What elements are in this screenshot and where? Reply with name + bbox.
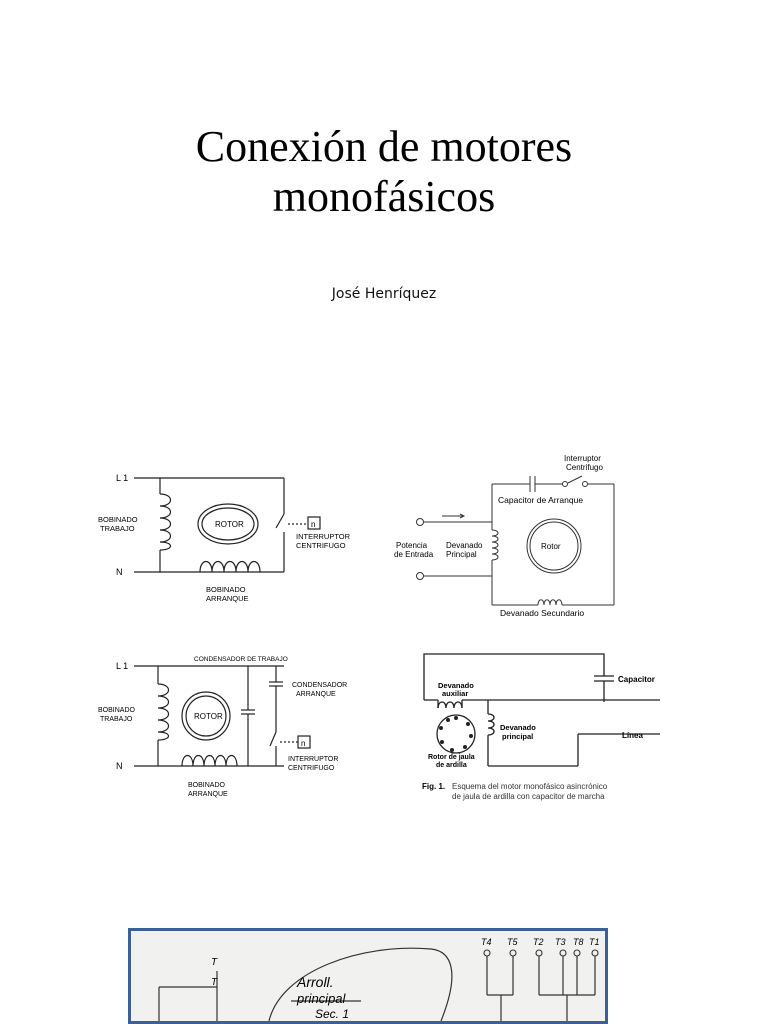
label-terminal: T3: [555, 937, 566, 947]
figure-photo-hand-drawn: T T Arroll. principal Sec. 1 T4 T5 T2 T3…: [128, 928, 608, 1024]
label-arroll-1: Arroll.: [296, 974, 334, 990]
label-rotor: ROTOR: [215, 520, 244, 529]
label-arroll-2: principal: [296, 991, 347, 1006]
rotor-shape: [197, 503, 259, 545]
label-devanado-pri-1: Devanado: [500, 723, 536, 732]
figure-squirrel-cage: Devanado auxiliar Capacitor Devanado pri…: [422, 653, 660, 801]
label-n: N: [116, 567, 123, 577]
label-bob-arranque-2: ARRANQUE: [206, 594, 249, 603]
label-bob-trabajo-2: TRABAJO: [100, 716, 133, 723]
label-arroll-3: Sec. 1: [315, 1007, 349, 1021]
label-potencia-1: Potencia: [396, 541, 428, 550]
label-terminal: T2: [533, 937, 544, 947]
label-condensador-arranque-2: ARRANQUE: [296, 691, 336, 698]
label-linea: Línea: [622, 731, 643, 740]
label-potencia-2: de Entrada: [394, 550, 434, 559]
label-rotor-1: Rotor de jaula: [428, 754, 475, 761]
label-bob-arranque-1: BOBINADO: [188, 782, 226, 789]
label-secundario: Devanado Secundario: [500, 608, 584, 618]
label-switch-box: n: [301, 739, 305, 748]
label-capacitor: Capacitor de Arranque: [498, 495, 583, 505]
label-bob-trabajo-1: BOBINADO: [98, 515, 138, 524]
title-line-1: Conexión de motores: [195, 122, 573, 171]
label-bob-trabajo-2: TRABAJO: [100, 524, 135, 533]
label-devanado-2: Principal: [446, 550, 477, 559]
label-terminal: T1: [589, 937, 600, 947]
figure-capacitor-start: Interruptor Centrifugo Capacitor de Arra…: [394, 454, 615, 618]
rotor-shape: [436, 714, 476, 754]
label-rotor: Rotor: [541, 542, 561, 551]
coil-principal: [487, 713, 495, 736]
label-interruptor-1: INTERRUPTOR: [296, 532, 351, 541]
label-bob-trabajo-1: BOBINADO: [98, 707, 136, 714]
label-devanado-aux-2: auxiliar: [442, 689, 468, 698]
document-title: Conexión de motores monofásicos: [0, 122, 768, 222]
coil-auxiliar: [437, 701, 463, 709]
label-devanado-aux-1: Devanado: [438, 681, 474, 690]
hand-drawn-diagram: T T Arroll. principal Sec. 1 T4 T5 T2 T3…: [158, 937, 600, 1021]
label-capacitor: Capacitor: [618, 675, 655, 684]
switch-box: [297, 735, 311, 749]
label-l1: L 1: [116, 473, 128, 483]
figure-single-phase-split: L 1 N BOBINADO TRABAJO ROTOR n INTERRUPT…: [98, 473, 351, 603]
label-bob-arranque-1: BOBINADO: [206, 585, 246, 594]
caption-line-2: de jaula de ardilla con capacitor de mar…: [452, 792, 605, 801]
label-rotor: ROTOR: [194, 712, 223, 721]
figure-capacitor-run: L 1 N CONDENSADOR DE TRABAJO CONDENSADOR…: [98, 656, 347, 798]
switch-blade: [275, 513, 285, 529]
label-rotor-2: de ardilla: [436, 762, 467, 769]
label-interruptor-2: Centrifugo: [566, 463, 603, 472]
caption-bold: Fig. 1.: [422, 782, 445, 791]
caption-line-1: Esquema del motor monofásico asincrónico: [452, 782, 608, 791]
label-interruptor-2: CENTRIFUGO: [296, 541, 346, 550]
label-condensador-trabajo: CONDENSADOR DE TRABAJO: [194, 656, 288, 663]
label-devanado-pri-2: principal: [502, 732, 533, 741]
label-interruptor-2: CENTRIFUGO: [288, 765, 335, 772]
label-t1: T: [211, 977, 218, 988]
rotor-shape: [181, 691, 231, 741]
label-interruptor-1: INTERRUPTOR: [288, 756, 338, 763]
label-terminal: T8: [573, 937, 584, 947]
coil-arranque: [181, 754, 238, 767]
label-t6: T: [211, 957, 218, 968]
label-condensador-arranque-1: CONDENSADOR: [292, 682, 347, 689]
label-interruptor-1: Interruptor: [564, 454, 601, 463]
author-name: José Henríquez: [331, 286, 437, 302]
coil-trabajo: [159, 493, 172, 551]
label-bob-arranque-2: ARRANQUE: [188, 791, 228, 798]
coil-secundario: [537, 599, 563, 606]
label-devanado-1: Devanado: [446, 541, 483, 550]
label-n: N: [116, 761, 123, 771]
switch-box: [307, 516, 321, 530]
title-line-2: monofásicos: [272, 172, 496, 221]
coil-arranque: [199, 560, 261, 573]
label-switch-box: n: [311, 520, 315, 529]
label-l1: L 1: [116, 661, 128, 671]
label-terminal: T4: [481, 937, 492, 947]
rotor-shape: [526, 518, 582, 574]
coil-trabajo: [157, 683, 170, 741]
switch-blade: [269, 731, 277, 747]
label-terminal: T5: [507, 937, 518, 947]
coil-principal: [491, 529, 499, 561]
